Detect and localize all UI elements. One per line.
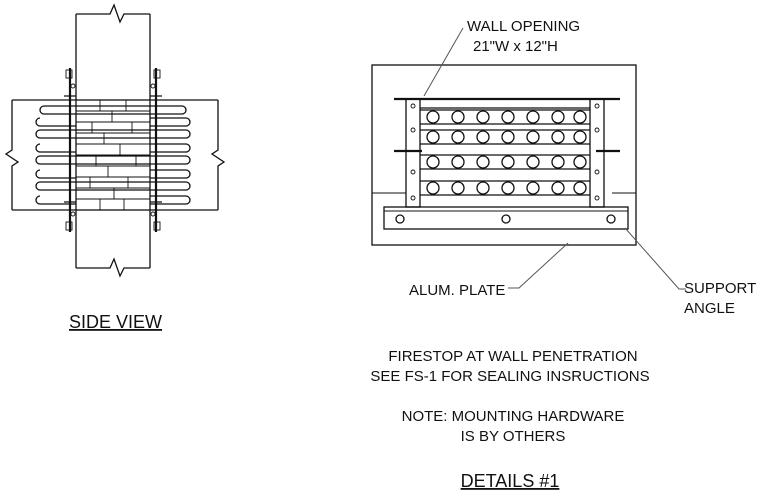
cable-row <box>420 154 590 170</box>
firestop-packing <box>75 99 151 211</box>
side-brackets <box>64 68 162 232</box>
cable-row <box>420 129 590 145</box>
cable-rows <box>420 109 590 196</box>
wall-outline <box>371 64 637 246</box>
support-angle <box>383 206 629 230</box>
side-view-drawing <box>4 3 226 278</box>
details-title: DETAILS #1 <box>461 471 560 491</box>
front-view-drawing <box>371 27 686 290</box>
support-angle-label-2: ANGLE <box>684 300 735 317</box>
support-angle-label: SUPPORT <box>684 280 756 297</box>
wall-opening-label: WALL OPENING <box>467 18 580 35</box>
wall-opening-size-label: 21"W x 12"H <box>473 38 558 55</box>
wall-section <box>75 3 151 278</box>
cable-runs <box>4 99 226 211</box>
cable-row <box>420 109 590 125</box>
firestop-note-line-1: FIRESTOP AT WALL PENETRATION <box>388 348 637 365</box>
firestop-note-line-2: SEE FS-1 FOR SEALING INSRUCTIONS <box>370 368 649 385</box>
hardware-note-line-1: NOTE: MOUNTING HARDWARE <box>402 408 625 425</box>
side-view-title: SIDE VIEW <box>69 312 162 332</box>
leader-lines <box>423 27 686 290</box>
alum-plate-label: ALUM. PLATE <box>409 282 505 299</box>
hardware-note-line-2: IS BY OTHERS <box>461 428 566 445</box>
cable-row <box>420 180 590 196</box>
